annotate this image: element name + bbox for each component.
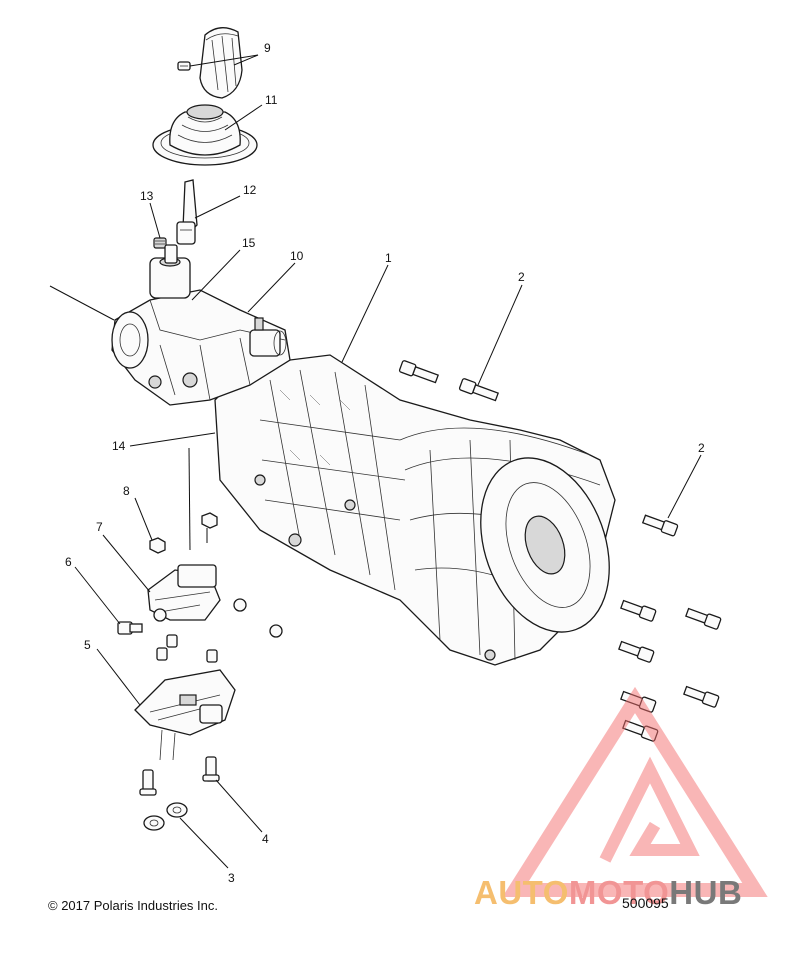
copyright-notice: © 2017 Polaris Industries Inc. [48,898,218,913]
bracket-studs [156,598,283,663]
mount-bracket [147,564,221,622]
callout-5: 5 [84,638,91,652]
nut-bracket [201,512,218,529]
washer-nuts-3 [143,802,188,831]
callout-11: 11 [265,93,278,107]
transmission-mount [134,669,236,761]
callout-2-right: 2 [698,441,705,455]
shifter-housing [111,244,291,406]
callout-3: 3 [228,871,235,885]
shift-knob-screw [177,61,191,71]
callout-13: 13 [140,189,154,203]
mount-bolts-4 [139,756,220,796]
watermark-inner-mark-icon [599,756,700,863]
watermark-moto: MOTO [569,874,669,911]
watermark-text: AUTOMOTOHUB [474,874,742,911]
callout-2-top: 2 [518,270,525,284]
callout-6: 6 [65,555,72,569]
callouts: 1 2 2 3 4 5 6 7 8 9 10 11 12 13 14 15 [65,41,705,885]
callout-8: 8 [123,484,130,498]
callout-14: 14 [112,439,126,453]
shift-boot [152,104,258,166]
callout-1: 1 [385,251,392,265]
bolt-6 [117,621,143,635]
watermark-auto: AUTO [474,874,569,911]
bolts-2-top [398,360,499,402]
callout-12: 12 [243,183,257,197]
shift-knob [199,27,243,99]
watermark-logo: AUTOMOTOHUB [474,686,768,911]
transmission-case [214,354,616,666]
bolts-2-right [618,514,722,742]
diagram-number: 500095 [622,895,669,911]
watermark-hub: HUB [669,874,742,911]
leader-lines [49,54,702,869]
nut-8 [149,537,166,554]
watermark-triangle-icon [502,686,768,897]
callout-9: 9 [264,41,271,55]
spring-nut [153,237,167,249]
callout-7: 7 [96,520,103,534]
callout-15: 15 [242,236,256,250]
callout-10: 10 [290,249,304,263]
shift-lever [176,179,198,245]
callout-4: 4 [262,832,269,846]
